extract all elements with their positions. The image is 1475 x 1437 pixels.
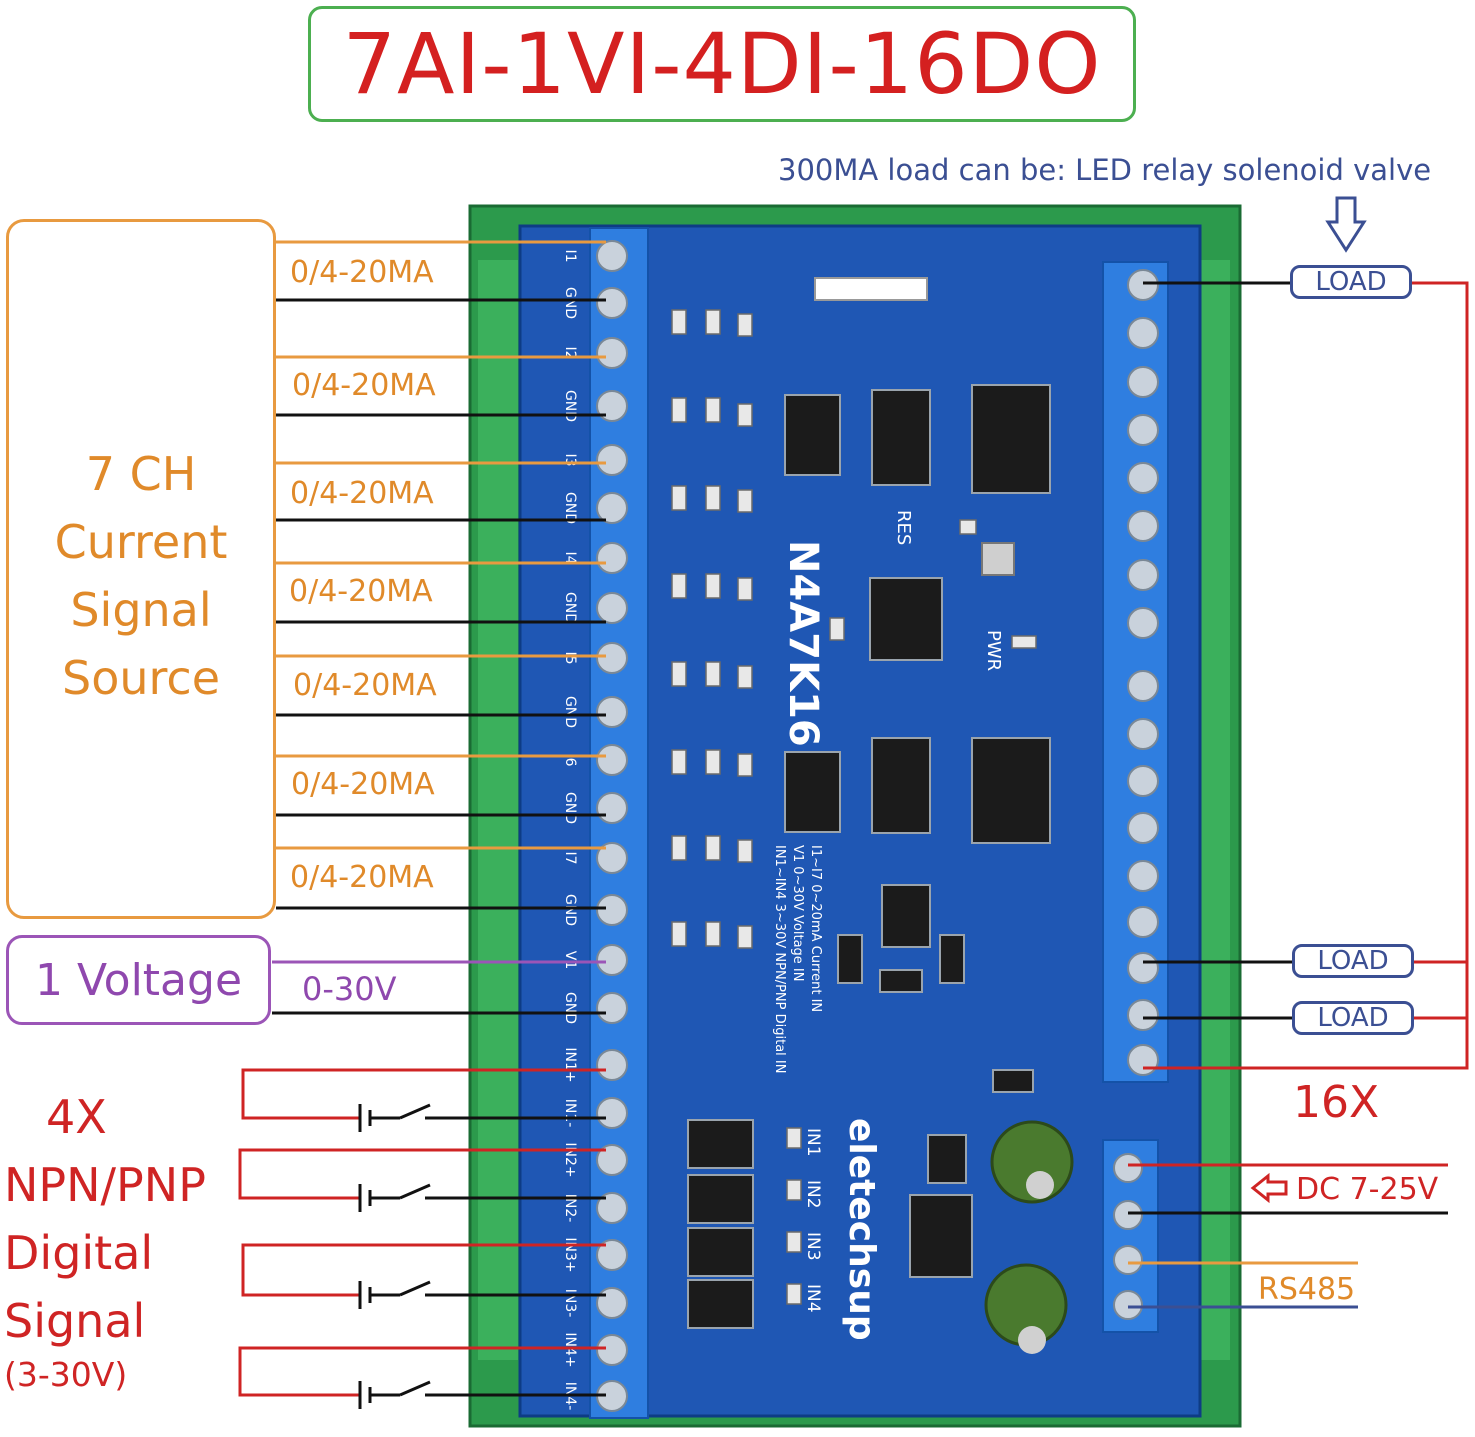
terminal-label: I4 xyxy=(562,551,578,564)
power-terminal-screws xyxy=(1113,1153,1143,1320)
switch-symbols xyxy=(358,1103,606,1409)
terminal-label: I7 xyxy=(562,851,578,864)
output-terminal-screws xyxy=(1127,269,1159,1076)
product-title: 7AI-1VI-4DI-16DO xyxy=(342,15,1102,113)
terminal-label: I5 xyxy=(562,651,578,664)
crystal xyxy=(981,542,1015,576)
down-arrow-icon xyxy=(1325,196,1367,253)
digital-input-label: 4X NPN/PNP Digital Signal (3-30V) xyxy=(4,1083,206,1395)
current-source-frame xyxy=(6,219,276,919)
board-spec-1: I1~I7 0~20mA Current IN xyxy=(808,845,823,1012)
terminal-label: GND xyxy=(562,696,578,728)
terminal-label: IN1+ xyxy=(562,1047,578,1082)
terminal-label: GND xyxy=(562,492,578,524)
digital-line-4: Signal xyxy=(4,1294,146,1348)
terminal-label: GND xyxy=(562,792,578,824)
load-box-3: LOAD xyxy=(1292,1001,1414,1035)
digital-line-2: NPN/PNP xyxy=(4,1158,206,1212)
outputs-count: 16X xyxy=(1293,1077,1380,1128)
board-spec-3: IN1~IN4 3~30V NPN/PNP Digital IN xyxy=(772,845,787,1073)
power-label: DC 7-25V xyxy=(1296,1172,1439,1207)
terminal-label: GND xyxy=(562,992,578,1024)
board-model: N4A7K16 xyxy=(780,540,826,747)
channel-label-2: 0/4-20MA xyxy=(292,368,436,403)
title-frame xyxy=(308,6,1136,122)
digital-line-3: Digital xyxy=(4,1226,154,1280)
channel-label-1: 0/4-20MA xyxy=(290,255,434,290)
rail-lip-left xyxy=(478,260,518,1360)
channel-label-7: 0/4-20MA xyxy=(290,860,434,895)
board-pwr-label: PWR xyxy=(983,630,1004,671)
terminal-label: IN1- xyxy=(562,1099,578,1128)
load-wiring xyxy=(1143,281,1469,1070)
terminal-label: GND xyxy=(562,390,578,422)
terminal-label: IN2- xyxy=(562,1194,578,1223)
terminal-label: I3 xyxy=(562,453,578,466)
board-res-label: RES xyxy=(893,510,914,545)
current-source-line-4: Source xyxy=(62,651,220,705)
current-source-line-1: 7 CH xyxy=(85,447,197,501)
voltage-range: 0-30V xyxy=(302,970,397,1008)
board-in3-label: IN3 xyxy=(803,1232,823,1261)
terminal-label: V1 xyxy=(562,951,578,969)
smd-components xyxy=(671,309,1037,1305)
board-in1-label: IN1 xyxy=(803,1128,823,1157)
digital-line-1: 4X xyxy=(46,1090,107,1144)
ground-wires xyxy=(272,298,606,1015)
current-signal-wires xyxy=(276,240,606,850)
load-note: 300MA load can be: LED relay solenoid va… xyxy=(778,153,1432,187)
current-source-line-3: Signal xyxy=(70,583,212,637)
terminal-label: GND xyxy=(562,592,578,624)
terminal-label: IN3- xyxy=(562,1289,578,1318)
channel-label-4: 0/4-20MA xyxy=(289,574,433,609)
board-input-labels: IN1 IN2 IN3 IN4 xyxy=(803,1128,823,1313)
terminal-label: I1 xyxy=(562,249,578,262)
board-brand: eletechsup xyxy=(841,1118,882,1341)
board-in4-label: IN4 xyxy=(803,1284,823,1313)
left-terminal-screws xyxy=(596,240,628,1412)
rs485-label: RS485 xyxy=(1258,1272,1356,1307)
current-source-label: 7 CH Current Signal Source xyxy=(6,440,276,712)
load-box-1: LOAD xyxy=(1290,265,1412,299)
terminal-label: IN4+ xyxy=(562,1332,578,1367)
load-box-2: LOAD xyxy=(1292,944,1414,978)
digital-input-wiring xyxy=(238,1068,606,1397)
terminal-label: GND xyxy=(562,287,578,319)
digital-line-5: (3-30V) xyxy=(4,1355,128,1394)
terminal-label: IN2+ xyxy=(562,1142,578,1177)
channel-label-5: 0/4-20MA xyxy=(293,668,437,703)
board-in2-label: IN2 xyxy=(803,1180,823,1209)
left-arrow-icon xyxy=(1250,1172,1288,1204)
channel-label-3: 0/4-20MA xyxy=(290,476,434,511)
board-spec-2: V1 0~30V Voltage IN xyxy=(790,845,805,981)
channel-label-6: 0/4-20MA xyxy=(291,767,435,802)
ic-chips xyxy=(687,384,1051,1329)
output-terminal-block xyxy=(1102,261,1169,1083)
terminal-label: IN3+ xyxy=(562,1237,578,1272)
voltage-label: 1 Voltage xyxy=(34,954,243,1006)
current-source-line-2: Current xyxy=(54,515,228,569)
voltage-frame xyxy=(6,935,271,1025)
terminal-label: GND xyxy=(562,894,578,926)
header-pins xyxy=(814,277,928,301)
